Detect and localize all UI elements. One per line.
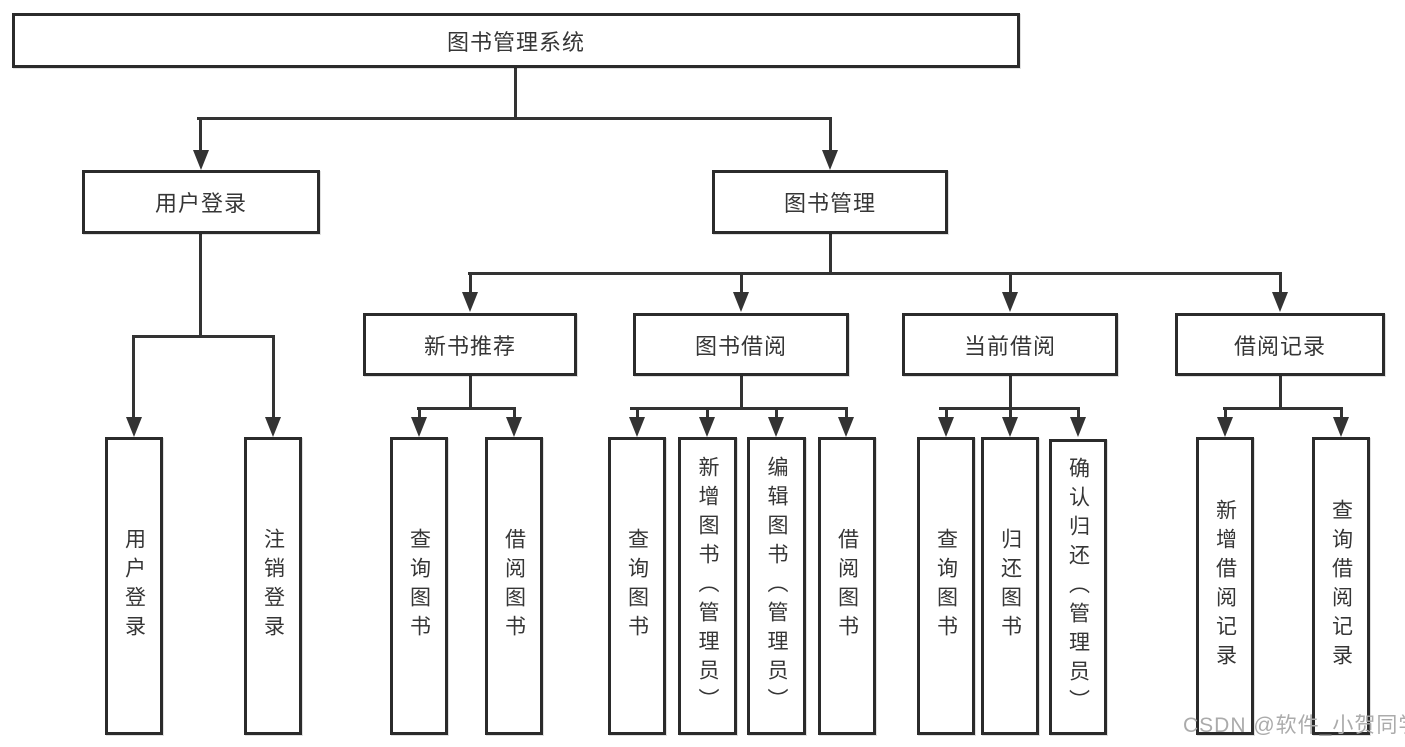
leaf-user-login: 用户登录 (105, 437, 163, 735)
connector-line (197, 117, 832, 120)
arrow-down-icon (838, 417, 854, 437)
connector-line (1279, 272, 1282, 294)
connector-line (1009, 272, 1012, 294)
connector-line (775, 407, 778, 421)
node-label: 图书借阅 (694, 333, 787, 359)
connector-line (514, 66, 517, 120)
leaf-logout: 注销登录 (244, 437, 302, 735)
arrow-down-icon (462, 292, 478, 312)
arrow-down-icon (733, 292, 749, 312)
node-label: 新书推荐 (423, 333, 516, 359)
arrow-down-icon (1070, 417, 1086, 437)
arrow-down-icon (1002, 292, 1018, 312)
leaf-label: 借阅图书 (502, 528, 526, 644)
connector-line (418, 407, 421, 421)
connector-line (630, 407, 846, 410)
arrow-down-icon (506, 417, 522, 437)
node-book-borrowing: 图书借阅 (633, 313, 849, 376)
leaf-label: 借阅图书 (835, 528, 859, 644)
connector-line (1279, 374, 1282, 410)
connector-line (1009, 374, 1012, 410)
leaf-add-books-admin: 新增图书（管理员） (678, 437, 737, 735)
node-label: 图书管理 (783, 191, 876, 216)
arrow-down-icon (768, 417, 784, 437)
connector-line (945, 407, 948, 421)
leaf-query-borrow-record: 查询借阅记录 (1312, 437, 1370, 735)
connector-line (706, 407, 709, 421)
leaf-query-books-borrow: 查询图书 (608, 437, 666, 735)
node-label: 当前借阅 (963, 333, 1056, 359)
connector-line (199, 232, 202, 337)
connector-line (199, 117, 202, 153)
leaf-label: 注销登录 (261, 528, 285, 644)
connector-line (845, 407, 848, 421)
leaf-query-books-current: 查询图书 (917, 437, 975, 735)
connector-line (468, 272, 1282, 275)
connector-line (1009, 407, 1012, 421)
arrow-down-icon (938, 417, 954, 437)
connector-line (1224, 407, 1227, 421)
leaf-edit-books-admin: 编辑图书（管理员） (747, 437, 806, 735)
connector-line (740, 272, 743, 294)
connector-line (469, 272, 472, 294)
leaf-label: 编辑图书（管理员） (765, 455, 788, 717)
connector-line (513, 407, 516, 421)
arrow-down-icon (1272, 292, 1288, 312)
node-label: 借阅记录 (1233, 333, 1326, 359)
leaf-query-books-recommend: 查询图书 (390, 437, 448, 735)
connector-line (1223, 407, 1343, 410)
leaf-borrow-books: 借阅图书 (818, 437, 876, 735)
node-user-login: 用户登录 (82, 170, 320, 234)
node-current-borrowing: 当前借阅 (902, 313, 1118, 376)
leaf-label: 查询借阅记录 (1329, 499, 1353, 673)
leaf-add-borrow-record: 新增借阅记录 (1196, 437, 1254, 735)
connector-line (829, 232, 832, 274)
leaf-label: 归还图书 (998, 528, 1022, 644)
arrow-down-icon (699, 417, 715, 437)
node-borrowing-records: 借阅记录 (1175, 313, 1385, 376)
connector-line (417, 407, 516, 410)
arrow-down-icon (265, 417, 281, 437)
arrow-down-icon (126, 417, 142, 437)
node-label: 用户登录 (154, 191, 247, 216)
leaf-borrow-books-recommend: 借阅图书 (485, 437, 543, 735)
arrow-down-icon (1217, 417, 1233, 437)
connector-line (740, 374, 743, 410)
arrow-down-icon (1333, 417, 1349, 437)
connector-line (469, 374, 472, 410)
csdn-watermark: CSDN @软件_小贺同学 (1183, 714, 1405, 737)
node-label: 图书管理系统 (446, 29, 585, 55)
connector-line (132, 335, 135, 419)
connector-line (272, 335, 275, 419)
connector-line (1077, 407, 1080, 421)
leaf-label: 用户登录 (122, 528, 146, 644)
leaf-return-books: 归还图书 (981, 437, 1039, 735)
leaf-label: 新增图书（管理员） (696, 455, 719, 717)
connector-line (829, 117, 832, 153)
connector-line (1340, 407, 1343, 421)
node-book-management-system: 图书管理系统 (12, 13, 1020, 68)
connector-line (132, 335, 275, 338)
node-book-management: 图书管理 (712, 170, 948, 234)
leaf-label: 查询图书 (625, 528, 649, 644)
connector-line (636, 407, 639, 421)
arrow-down-icon (193, 150, 209, 170)
arrow-down-icon (822, 150, 838, 170)
leaf-label: 查询图书 (407, 528, 431, 644)
node-new-book-recommend: 新书推荐 (363, 313, 577, 376)
arrow-down-icon (629, 417, 645, 437)
leaf-confirm-return-admin: 确认归还（管理员） (1049, 439, 1107, 735)
arrow-down-icon (411, 417, 427, 437)
leaf-label: 确认归还（管理员） (1066, 456, 1090, 718)
leaf-label: 查询图书 (934, 528, 958, 644)
arrow-down-icon (1002, 417, 1018, 437)
leaf-label: 新增借阅记录 (1213, 499, 1237, 673)
